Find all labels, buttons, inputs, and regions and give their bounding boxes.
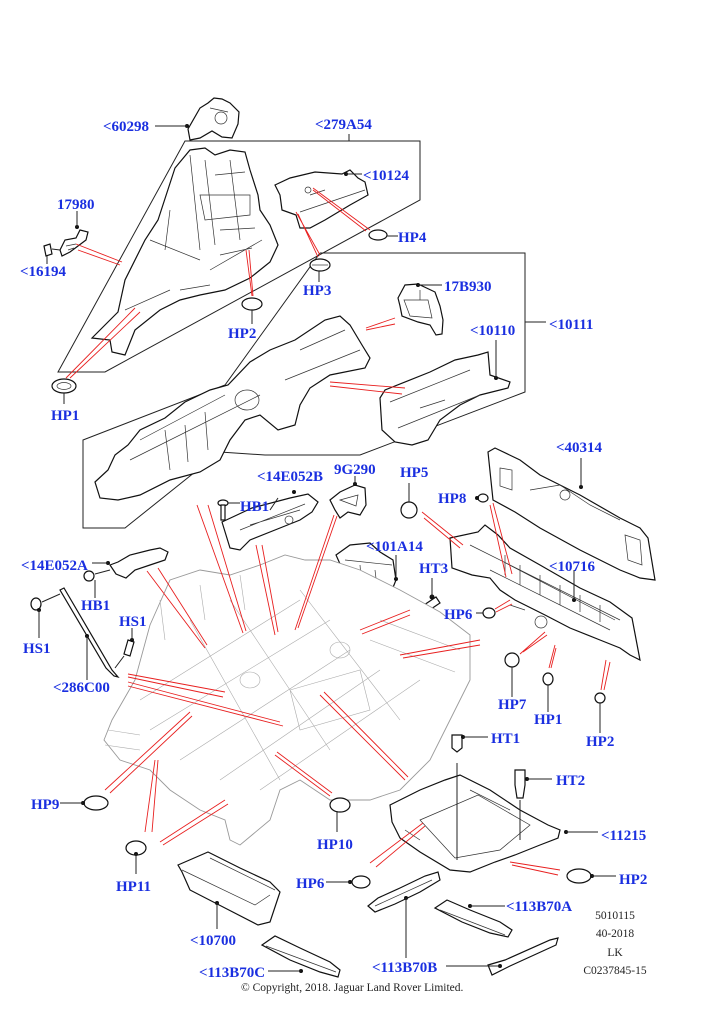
callout-113B70C[interactable]: <113B70C	[199, 965, 266, 981]
callout-HP5[interactable]: HP5	[400, 465, 429, 481]
ref-code: 5010115	[595, 910, 635, 922]
part-40314-panel	[487, 447, 656, 581]
plug-HP2-top	[241, 297, 263, 324]
bolt-HS1-mid	[114, 628, 135, 669]
plug-HP5	[400, 483, 418, 519]
callout-10716[interactable]: <10716	[549, 559, 596, 575]
callout-HP6-right[interactable]: HP6	[444, 607, 473, 623]
callout-HP9[interactable]: HP9	[31, 797, 60, 813]
callout-16194[interactable]: <16194	[20, 264, 67, 280]
ref-illustration-id: C0237845-15	[583, 965, 647, 977]
part-10110-rail	[379, 340, 511, 446]
callout-HP2-top[interactable]: HP2	[228, 326, 257, 342]
part-10716-panel	[449, 524, 641, 662]
callout-14E052B[interactable]: <14E052B	[257, 469, 324, 485]
part-9G290-bracket	[329, 476, 367, 519]
callout-279A54[interactable]: <279A54	[315, 117, 372, 133]
copyright-notice: © Copyright, 2018. Jaguar Land Rover Lim…	[241, 982, 464, 994]
plug-HP10	[329, 797, 351, 832]
callout-HP1-right[interactable]: HP1	[534, 712, 563, 728]
plug-HP11	[125, 840, 147, 874]
part-10700-channel	[177, 851, 281, 929]
callout-HP10[interactable]: HP10	[317, 837, 353, 853]
part-17B930-box	[397, 283, 444, 336]
part-10124-panel	[274, 169, 369, 229]
callout-286C00[interactable]: <286C00	[53, 680, 110, 696]
part-14E052B-bracket	[221, 490, 319, 551]
callout-14E052A[interactable]: <14E052A	[21, 558, 88, 574]
plug-HP6-right	[476, 607, 496, 619]
part-rear-rail	[94, 315, 371, 501]
callout-17B930[interactable]: 17B930	[444, 279, 492, 295]
bolt-HT1	[451, 734, 488, 753]
plug-HP9	[60, 795, 109, 811]
bolt-HB1-top	[217, 499, 240, 521]
callout-9G290[interactable]: 9G290	[334, 462, 376, 478]
callout-10124[interactable]: <10124	[363, 168, 410, 184]
callout-10110[interactable]: <10110	[470, 323, 516, 339]
part-113B70B-rail	[367, 871, 559, 976]
callout-60298[interactable]: <60298	[103, 119, 150, 135]
callout-113B70B[interactable]: <113B70B	[372, 960, 438, 976]
part-60298-bracket	[155, 97, 240, 141]
callout-HB1-top[interactable]: HB1	[240, 499, 270, 515]
part-279A54-wheelhouse	[90, 147, 279, 356]
callout-10700[interactable]: <10700	[190, 933, 237, 949]
callout-HB1-left[interactable]: HB1	[81, 598, 111, 614]
part-16194-clip	[43, 243, 61, 264]
callout-HP1-top[interactable]: HP1	[51, 408, 80, 424]
callout-113B70A[interactable]: <113B70A	[506, 899, 573, 915]
callout-HP11[interactable]: HP11	[116, 879, 152, 895]
plug-HP1-right	[542, 672, 554, 712]
group-box-279A54	[57, 140, 421, 373]
part-113B70C-rail	[260, 935, 341, 978]
callout-HS1-mid[interactable]: HS1	[119, 614, 147, 630]
part-17980-hinge	[59, 211, 89, 257]
callout-HP6-bottom[interactable]: HP6	[296, 876, 325, 892]
part-14E052A-bracket	[92, 547, 169, 579]
plug-HP4	[368, 229, 398, 241]
callout-HT3[interactable]: HT3	[419, 561, 449, 577]
callout-17980[interactable]: 17980	[57, 197, 95, 213]
callout-HP7[interactable]: HP7	[498, 697, 527, 713]
callout-HP2-right[interactable]: HP2	[586, 734, 615, 750]
plug-HP6-bottom	[326, 875, 371, 889]
callout-HT2[interactable]: HT2	[556, 773, 586, 789]
callout-40314[interactable]: <40314	[556, 440, 603, 456]
callout-HP4[interactable]: HP4	[398, 230, 427, 246]
plug-HP3	[309, 258, 331, 282]
ref-market: LK	[607, 947, 623, 959]
part-286C00-strap	[59, 587, 120, 680]
ref-date: 40-2018	[595, 928, 635, 940]
plug-HP2-bottom	[566, 868, 616, 884]
part-11215-floorpan	[389, 763, 598, 873]
plug-HP2-right	[594, 692, 606, 733]
plug-HP7	[504, 652, 520, 697]
callout-HS1-left[interactable]: HS1	[23, 641, 51, 657]
callout-11215[interactable]: <11215	[601, 828, 647, 844]
plug-HP1-top	[51, 378, 77, 404]
callout-10111[interactable]: <10111	[549, 317, 594, 333]
bolt-HB1-left	[83, 569, 111, 598]
part-113B70A-rail	[433, 899, 513, 938]
callout-HP2-bottom[interactable]: HP2	[619, 872, 648, 888]
callout-HP8[interactable]: HP8	[438, 491, 467, 507]
bolt-HT2	[514, 769, 552, 799]
plug-HP8	[475, 493, 489, 503]
bolt-HS1-left	[30, 593, 61, 638]
callout-101A14[interactable]: <101A14	[366, 539, 423, 555]
callout-HP3[interactable]: HP3	[303, 283, 332, 299]
callout-HT1[interactable]: HT1	[491, 731, 521, 747]
